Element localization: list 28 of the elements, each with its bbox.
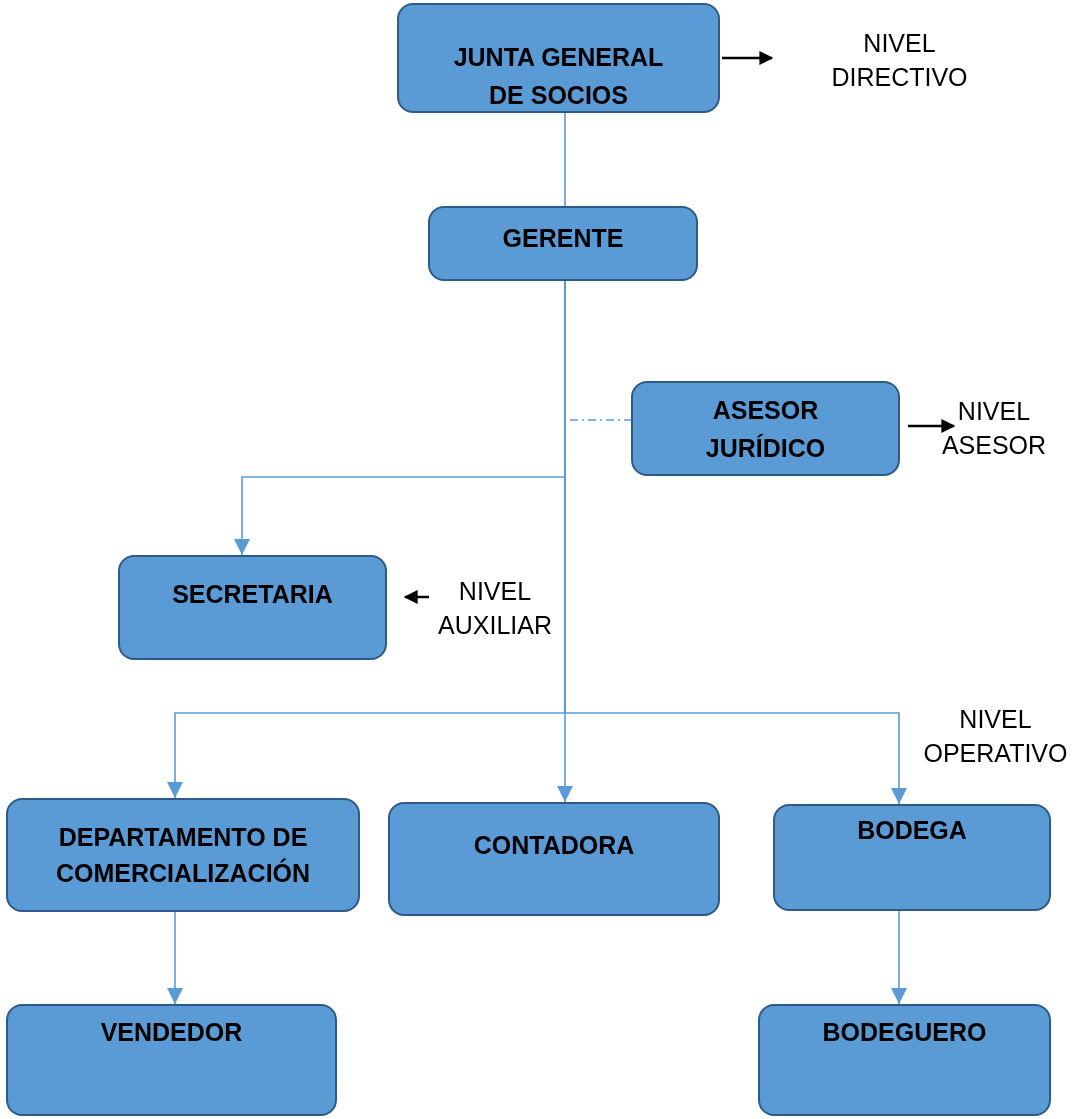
box-label: DEPARTAMENTO DE COMERCIALIZACIÓN xyxy=(54,822,312,889)
org-box xyxy=(397,3,720,113)
org-box xyxy=(118,555,387,660)
box-label: BODEGA xyxy=(857,814,967,846)
arrow xyxy=(403,590,429,604)
arrow xyxy=(908,419,956,433)
org-box xyxy=(6,1004,337,1116)
org-box xyxy=(773,804,1051,911)
box-label: BODEGUERO xyxy=(822,1017,987,1048)
level-label: NIVEL OPERATIVO xyxy=(922,704,1069,769)
box-label: CONTADORA xyxy=(473,830,635,861)
org-box xyxy=(631,381,900,476)
org-box xyxy=(388,802,720,916)
level-label: NIVEL DIRECTIVO xyxy=(830,28,969,93)
box-label: JUNTA GENERAL DE SOCIOS xyxy=(452,42,665,111)
box-label: ASESOR JURÍDICO xyxy=(704,394,827,464)
arrow xyxy=(722,51,774,65)
box-label: SECRETARIA xyxy=(172,578,333,610)
arrow xyxy=(891,910,907,1005)
connector-line xyxy=(564,112,566,207)
box-label: GERENTE xyxy=(502,222,624,254)
arrow xyxy=(167,911,183,1005)
level-label: NIVEL AUXILIAR xyxy=(437,576,553,641)
org-box xyxy=(6,798,360,912)
org-box xyxy=(428,206,698,281)
box-label: VENDEDOR xyxy=(100,1017,243,1048)
org-box xyxy=(758,1004,1051,1116)
level-label: NIVEL ASESOR xyxy=(940,396,1048,461)
